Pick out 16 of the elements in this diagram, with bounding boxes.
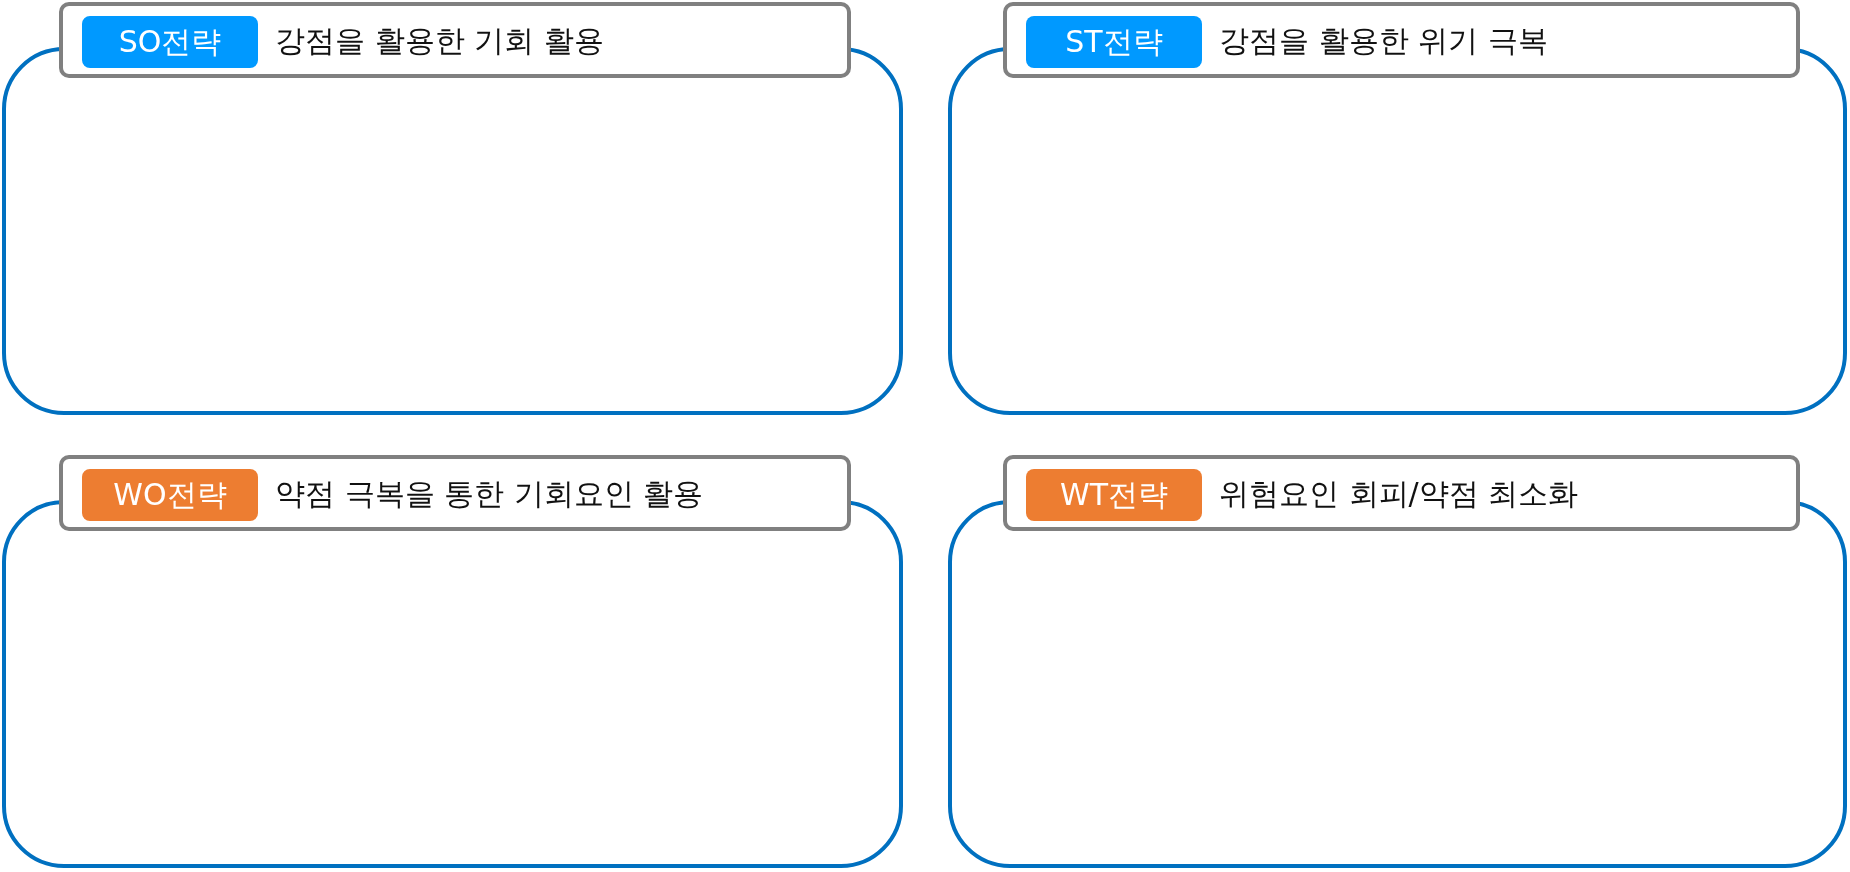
strategy-badge: ST전략: [1026, 16, 1202, 68]
header-bar: [59, 455, 851, 531]
strategy-card: [948, 455, 1847, 868]
header-title: 강점을 활용한 위기 극복: [1219, 23, 1548, 59]
strategy-card: [2, 2, 903, 415]
strategy-badge: WO전략: [82, 469, 258, 521]
header-title: 약점 극복을 통한 기회요인 활용: [275, 476, 704, 512]
header-bar: [1003, 2, 1800, 78]
strategy-card: [948, 2, 1847, 415]
header-bar: [59, 2, 851, 78]
strategy-card: [2, 455, 903, 868]
strategy-badge: WT전략: [1026, 469, 1202, 521]
header-title: 강점을 활용한 기회 활용: [275, 23, 604, 59]
header-bar: [1003, 455, 1800, 531]
strategy-badge: SO전략: [82, 16, 258, 68]
header-title: 위험요인 회피/약점 최소화: [1219, 476, 1579, 512]
